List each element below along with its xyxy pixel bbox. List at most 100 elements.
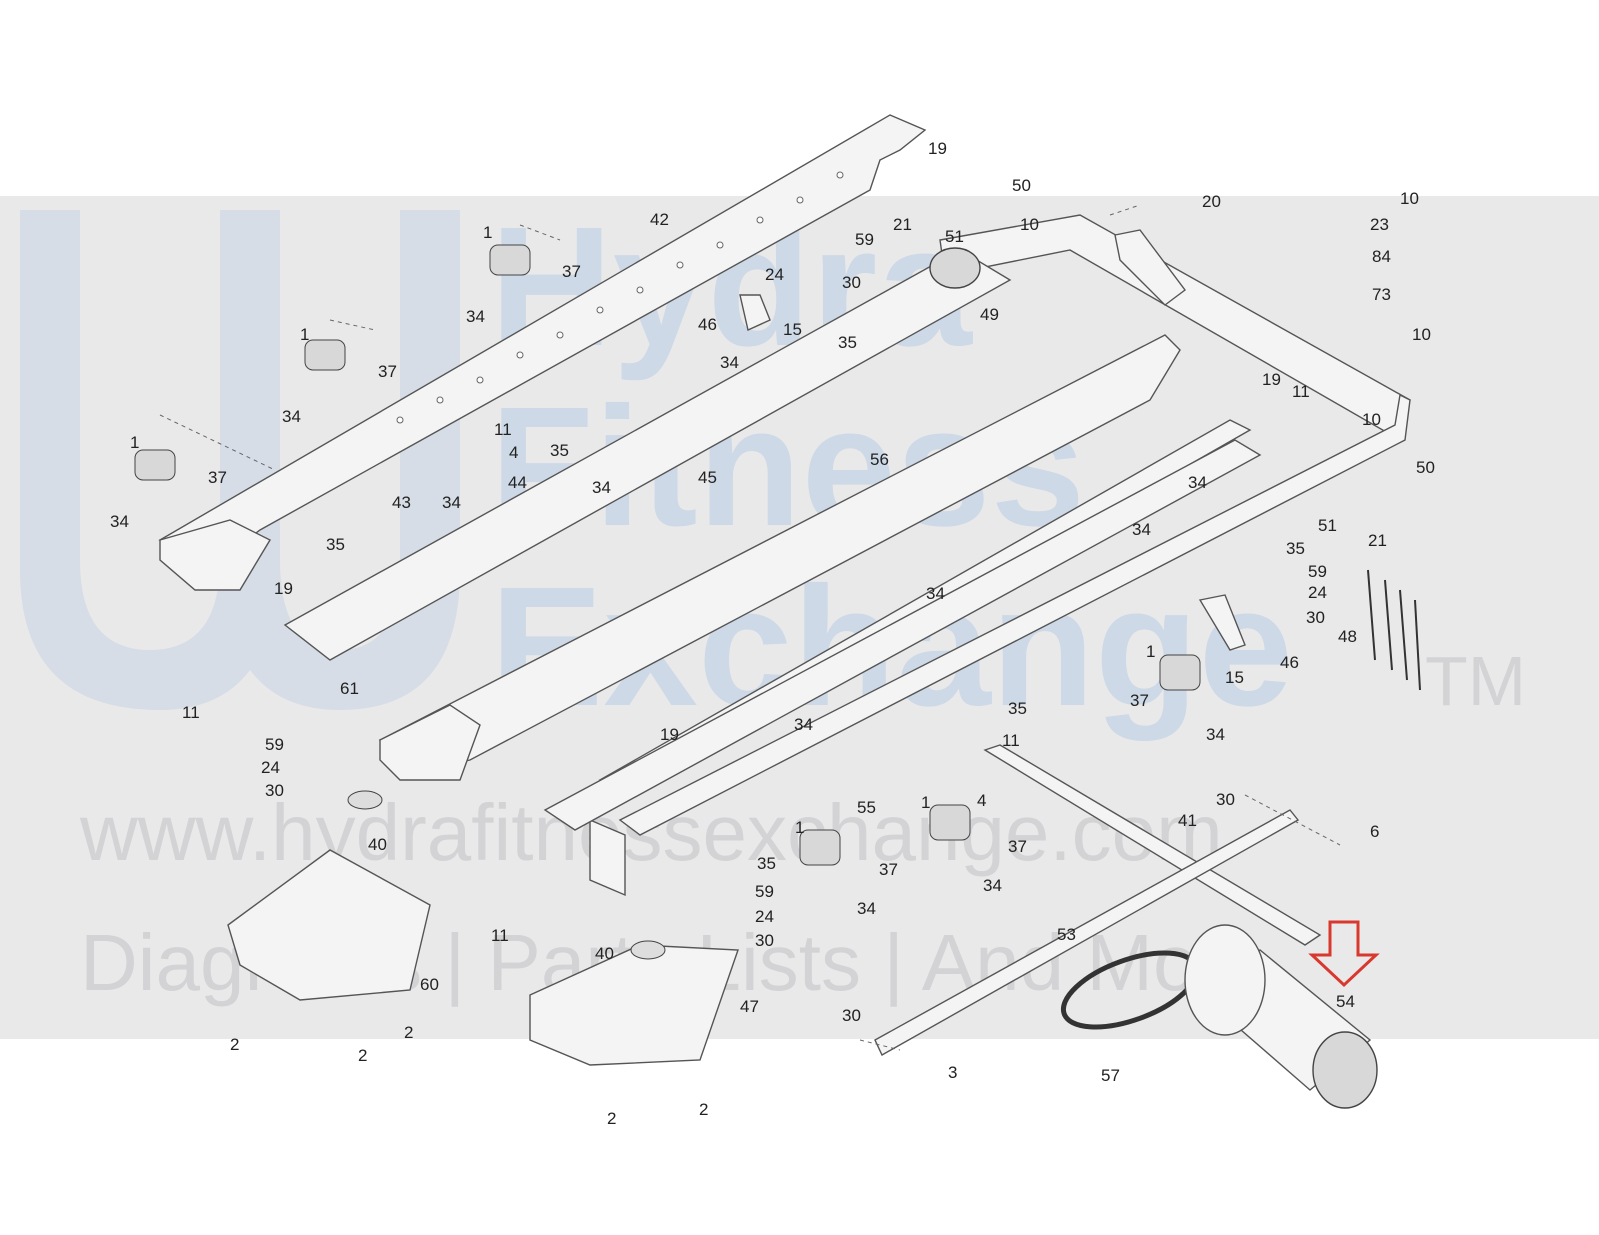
callout-2d: 2: [699, 1100, 708, 1119]
callout-44: 44: [508, 473, 527, 492]
callout-35k: 34: [1206, 725, 1225, 744]
motor-fan: [1312, 1031, 1378, 1109]
callout-39c: 37: [208, 468, 227, 487]
callout-10d: 10: [1362, 410, 1381, 429]
callout-59b: 59: [1308, 562, 1327, 581]
callout-10c: 10: [1020, 215, 1039, 234]
crossbar-41: [983, 744, 1322, 946]
callout-15b: 11: [182, 703, 200, 722]
foot-39-a: [489, 244, 531, 276]
callout-4: 4: [509, 443, 518, 462]
callout-59c: 59: [265, 735, 284, 754]
callout-34d: 30: [1216, 790, 1235, 809]
foot-39-f: [929, 804, 971, 841]
deck: [283, 249, 1012, 661]
pulley-bracket-20: [1114, 229, 1186, 306]
callout-24: 23: [1370, 215, 1389, 234]
callout-47: 47: [740, 997, 759, 1016]
leveling-foot-a: [347, 790, 383, 810]
callout-23d: 19: [660, 725, 679, 744]
callout-55: 57: [1101, 1066, 1120, 1085]
callout-21: 21: [893, 215, 912, 234]
callout-30: 24: [765, 265, 784, 284]
callout-57: 60: [420, 975, 439, 994]
callout-1d: 1: [1146, 642, 1155, 661]
callout-46: 46: [698, 315, 717, 334]
leveling-feet-40: [347, 790, 666, 960]
watermark-url: www.hydrafitnessexchange.com: [79, 788, 1223, 877]
motor-tube: [589, 818, 626, 897]
callout-1c: 1: [130, 433, 139, 452]
callout-59: 59: [855, 230, 874, 249]
watermark-tm: TM: [1425, 642, 1526, 720]
callout-39f: 37: [879, 860, 898, 879]
callout-39d: 37: [1130, 691, 1149, 710]
callout-46b: 46: [1280, 653, 1299, 672]
callout-35j: 34: [794, 715, 813, 734]
callout-54: 54: [1336, 992, 1355, 1011]
callout-2c: 2: [358, 1046, 367, 1065]
callout-73: 73: [1372, 285, 1391, 304]
callout-19b: 15: [1225, 668, 1244, 687]
highlight-arrow: [1308, 920, 1380, 988]
callout-23c: 19: [274, 579, 293, 598]
callout-1f: 1: [795, 818, 804, 837]
callout-37: 35: [838, 333, 857, 352]
motor-54: [1184, 924, 1378, 1109]
callout-10: 10: [1400, 189, 1419, 208]
callout-30d: 24: [755, 907, 774, 926]
hood-57: [227, 849, 431, 1001]
foot-39-d: [1159, 654, 1201, 691]
callout-35l: 34: [983, 876, 1002, 895]
callout-35f: 34: [442, 493, 461, 512]
callout-35: 34: [466, 307, 485, 326]
callout-2e: 2: [607, 1109, 616, 1128]
callout-40b: 40: [595, 944, 614, 963]
callout-34b: 30: [1306, 608, 1325, 627]
callout-30b: 24: [1308, 583, 1327, 602]
callout-34e: 30: [755, 931, 774, 950]
leveling-foot-b: [630, 940, 666, 960]
callout-35m: 34: [857, 899, 876, 918]
callout-60: 56: [870, 450, 889, 469]
callout-34c: 30: [265, 781, 284, 800]
callout-48: 48: [1338, 627, 1357, 646]
callouts: 19 50 20 10 23 84 73 10 42 21 59 51 10 2…: [110, 139, 1435, 1128]
callout-35b: 34: [720, 353, 739, 372]
callout-2b: 2: [404, 1023, 413, 1042]
callout-35c: 34: [282, 407, 301, 426]
callout-53: 53: [1057, 925, 1076, 944]
callout-50: 50: [1012, 176, 1031, 195]
callout-50b: 50: [1416, 458, 1435, 477]
callout-1e: 1: [921, 793, 930, 812]
callout-56: 55: [857, 798, 876, 817]
callout-49: 49: [980, 305, 999, 324]
foot-39-c: [134, 449, 176, 481]
callout-23: 19: [928, 139, 947, 158]
left-rail-holes: [396, 171, 844, 424]
callout-37b: 35: [550, 441, 569, 460]
callout-40: 40: [368, 835, 387, 854]
callout-35d: 34: [592, 478, 611, 497]
callout-42: 42: [650, 210, 669, 229]
motor-front: [1184, 924, 1266, 1036]
callout-30c: 24: [261, 758, 280, 777]
callout-41: 41: [1178, 811, 1197, 830]
callout-35i: 34: [926, 584, 945, 603]
callout-1b: 1: [300, 325, 309, 344]
callout-15: 11: [1292, 382, 1310, 401]
callout-51b: 51: [1318, 516, 1337, 535]
bracket-46-left: [739, 294, 771, 331]
foot-39-b: [304, 339, 346, 371]
rear-roller-49: [929, 247, 981, 289]
callout-3: 3: [948, 1063, 957, 1082]
callout-37e: 35: [1008, 699, 1027, 718]
bracket-46-right: [1198, 594, 1246, 651]
callout-11: 11: [494, 420, 512, 439]
callout-21b: 21: [1368, 531, 1387, 550]
frame-right-rail: [618, 393, 1411, 836]
right-rail-end-cap: [379, 704, 481, 781]
callout-34: 30: [842, 273, 861, 292]
callout-15c: 11: [491, 926, 509, 945]
